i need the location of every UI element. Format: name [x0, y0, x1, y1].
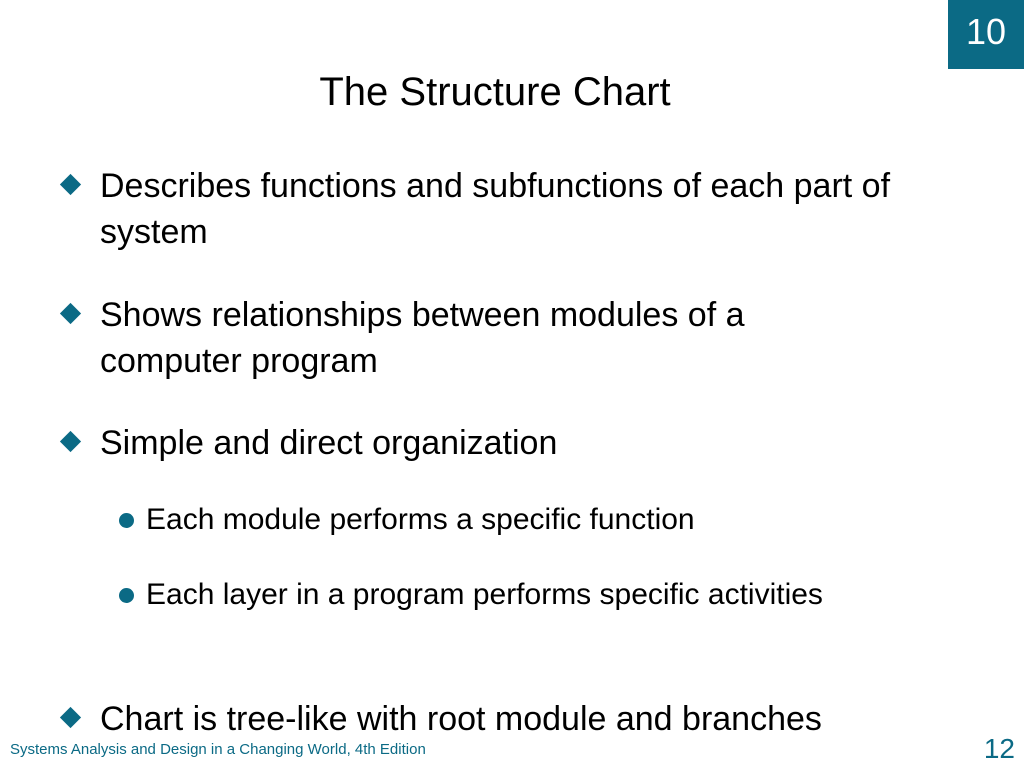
page-number: 12 — [983, 733, 1015, 764]
circle-bullet-icon — [119, 588, 134, 603]
bullet-text: Chart is tree-like with root module and … — [100, 700, 822, 738]
bullet-item: Simple and direct organization — [59, 420, 900, 466]
chapter-badge: 10 — [948, 0, 1024, 69]
diamond-bullet-icon — [59, 173, 82, 196]
subbullet-text: Each module performs a specific function — [146, 503, 695, 536]
subbullet-text: Each layer in a program performs specifi… — [146, 578, 823, 611]
bullet-item: Describes functions and subfunctions of … — [59, 163, 920, 255]
subbullet-item: Each layer in a program performs specifi… — [119, 575, 866, 615]
bullet-item: Shows relationships between modules of a… — [59, 292, 880, 384]
footer-text: Systems Analysis and Design in a Changin… — [10, 741, 426, 758]
bullet-text: Simple and direct organization — [100, 424, 558, 462]
subbullet-item: Each module performs a specific function — [119, 500, 926, 540]
diamond-bullet-icon — [59, 706, 82, 729]
bullet-item: Chart is tree-like with root module and … — [59, 696, 980, 742]
diamond-bullet-icon — [59, 302, 82, 325]
bullet-text: Describes functions and subfunctions of … — [100, 167, 891, 251]
slide-title: The Structure Chart — [319, 70, 671, 114]
diamond-bullet-icon — [59, 430, 82, 453]
bullet-text: Shows relationships between modules of a… — [100, 296, 745, 380]
circle-bullet-icon — [119, 513, 134, 528]
